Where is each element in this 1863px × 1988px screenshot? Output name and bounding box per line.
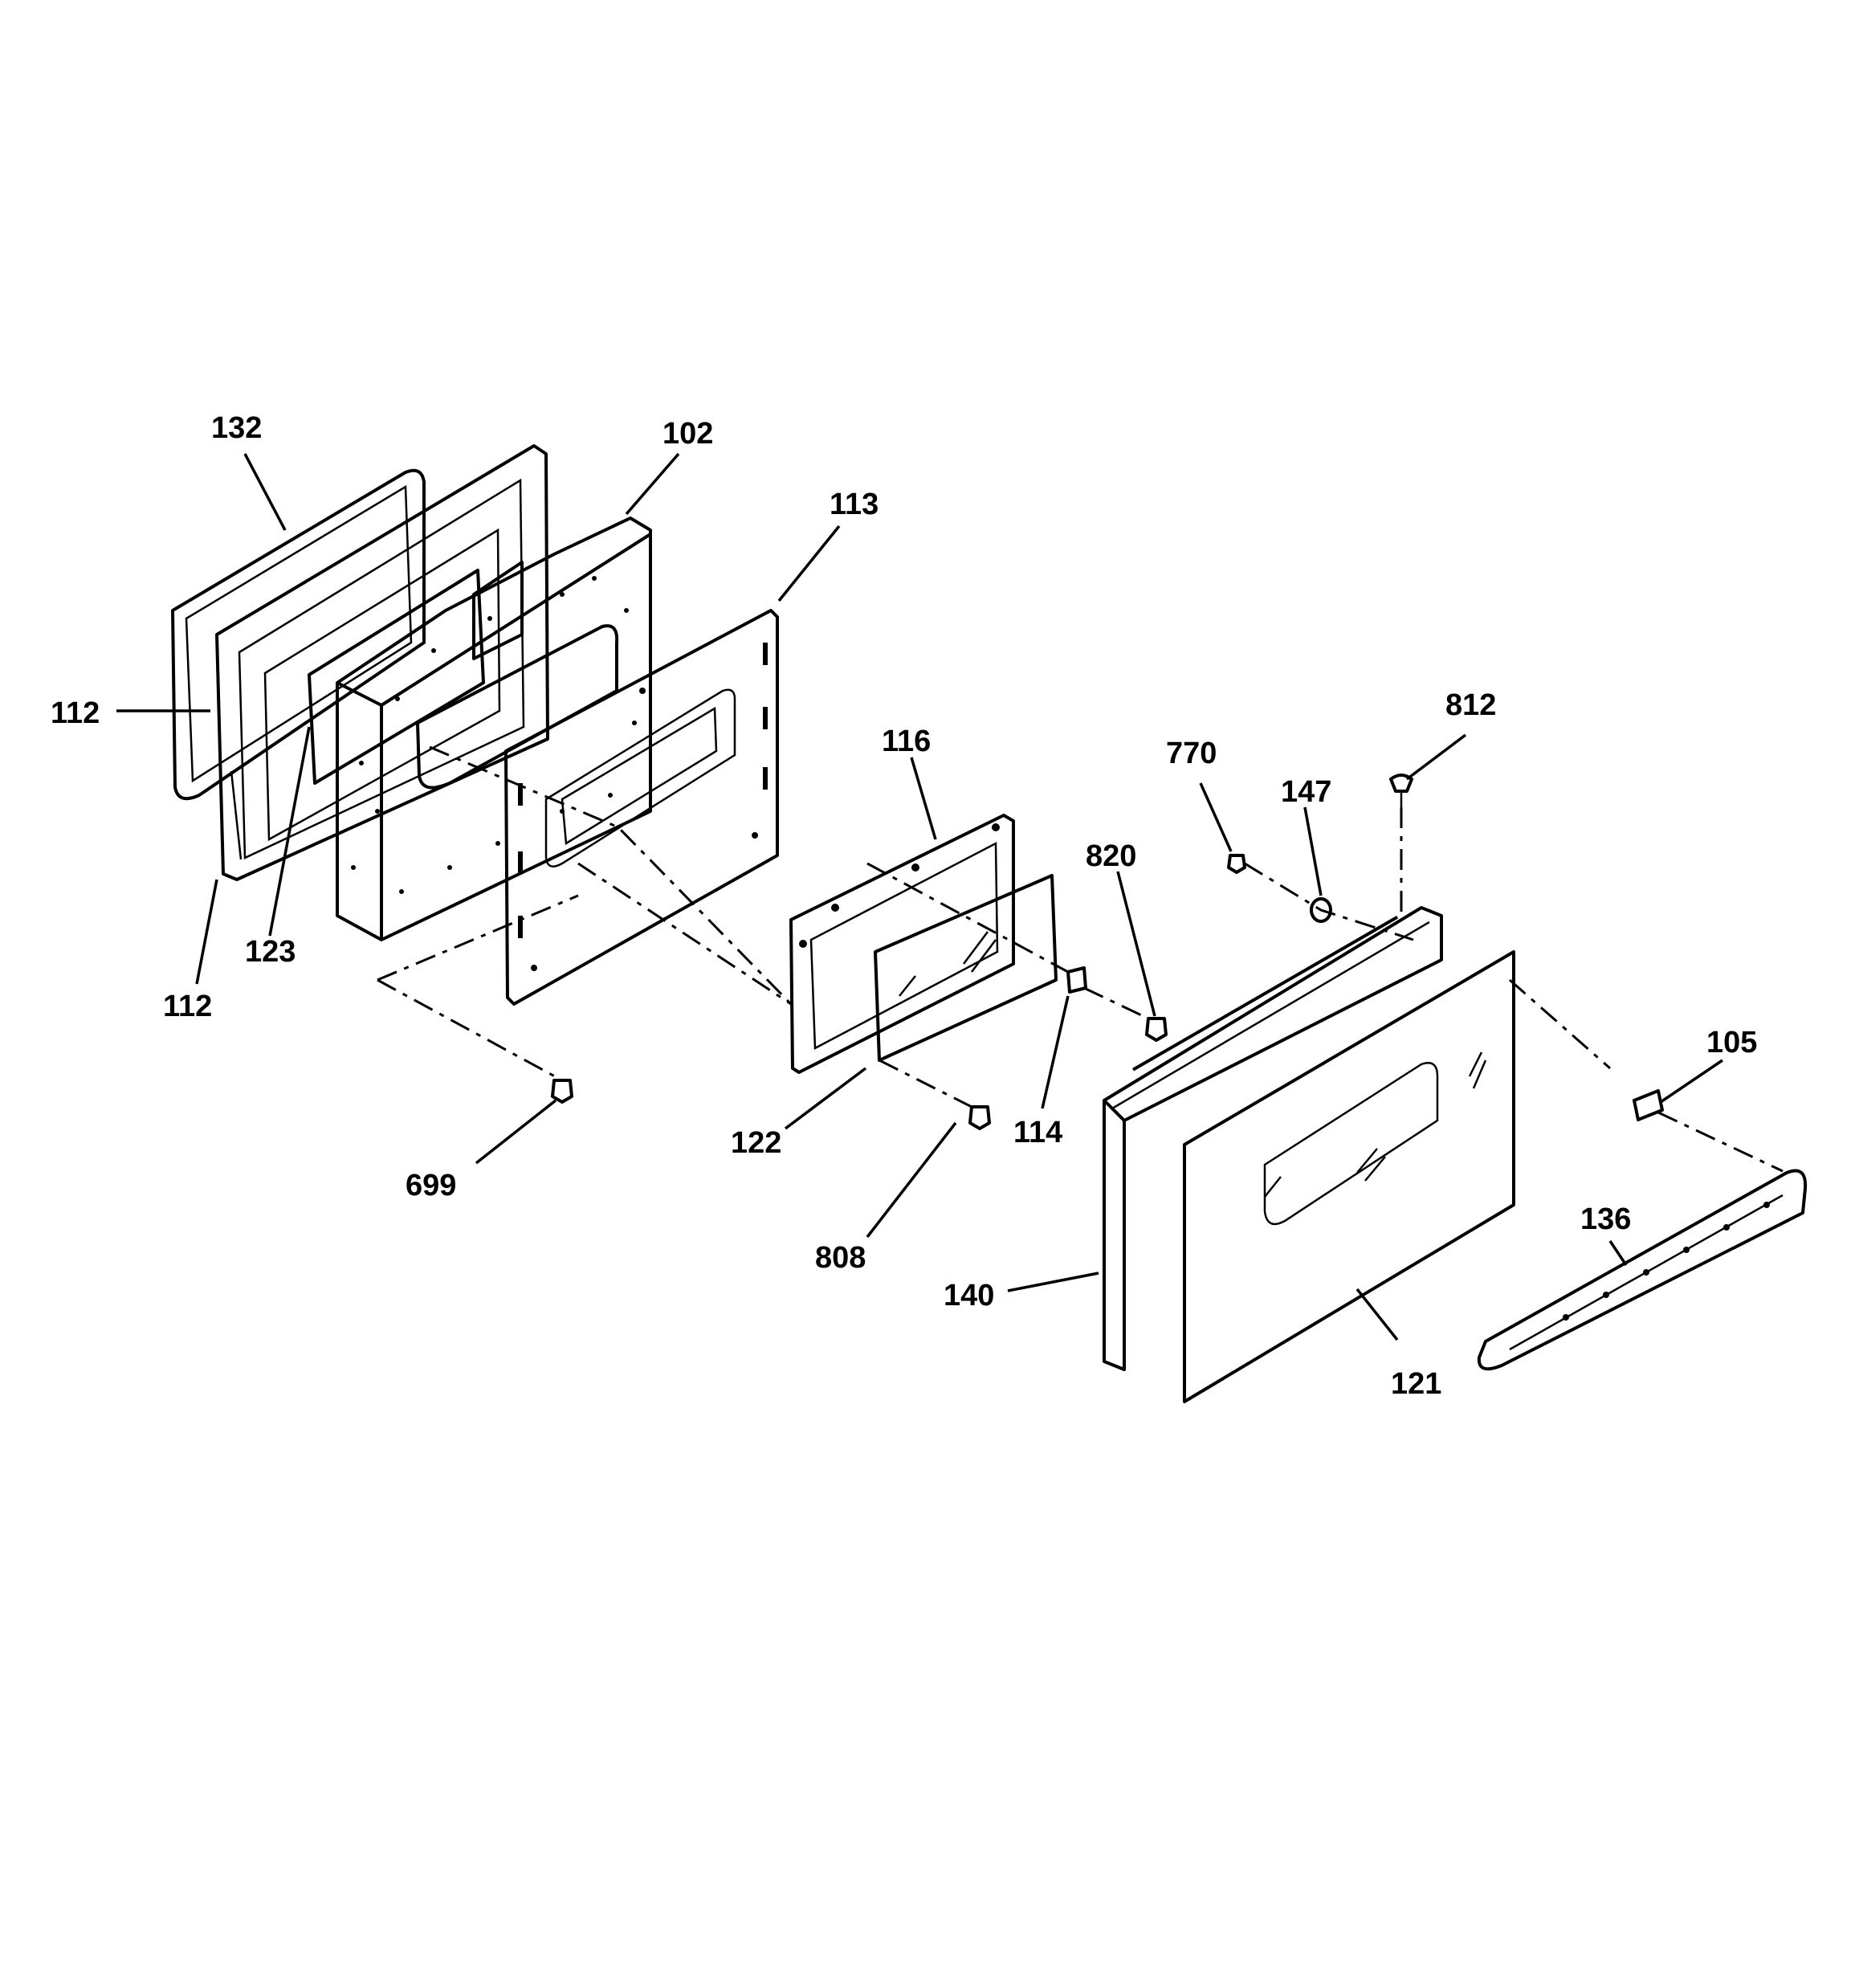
part-labels: 132 102 113 112 123 112 116 770 812 147 … (51, 411, 1757, 1401)
label-114: 114 (1013, 1116, 1062, 1149)
part-122-glass-panel (874, 874, 1058, 1062)
assembly-lines (377, 745, 1784, 1173)
label-112-upper: 112 (51, 696, 100, 730)
part-132-gasket (171, 468, 426, 801)
part-102-insulation-box (336, 516, 652, 941)
part-812-screw (1389, 774, 1413, 807)
label-147: 147 (1281, 775, 1331, 809)
part-114-hinge-block (1066, 966, 1087, 994)
label-122: 122 (731, 1126, 781, 1160)
label-132: 132 (211, 411, 262, 445)
part-123-glass-panel (308, 569, 485, 785)
part-770-screw (1227, 854, 1246, 874)
label-121: 121 (1391, 1367, 1441, 1401)
label-820: 820 (1086, 839, 1136, 873)
part-121-outer-glass-panel (1183, 950, 1515, 1403)
label-116: 116 (882, 725, 931, 758)
part-105-bracket (1633, 1089, 1664, 1121)
part-136-door-handle (1477, 1169, 1808, 1371)
label-140: 140 (944, 1279, 994, 1312)
label-105: 105 (1706, 1026, 1757, 1059)
part-808-screw (968, 1105, 991, 1130)
part-820-screw (1145, 1017, 1168, 1042)
label-102: 102 (662, 417, 713, 451)
label-113: 113 (830, 488, 879, 521)
label-123: 123 (245, 935, 296, 969)
label-808: 808 (815, 1241, 866, 1275)
label-112-lower: 112 (163, 990, 212, 1023)
part-112-inner-frame (215, 444, 549, 881)
part-113-door-liner (504, 609, 779, 1006)
label-812: 812 (1445, 688, 1496, 722)
part-140-outer-door-frame (1103, 906, 1443, 1371)
label-136: 136 (1580, 1202, 1631, 1236)
part-147-washer (1310, 897, 1332, 923)
label-770: 770 (1166, 737, 1217, 770)
part-116-glass-frame (789, 814, 1015, 1074)
part-699-screw (551, 1079, 573, 1104)
leader-lines (116, 452, 1723, 1341)
label-699: 699 (406, 1169, 456, 1202)
